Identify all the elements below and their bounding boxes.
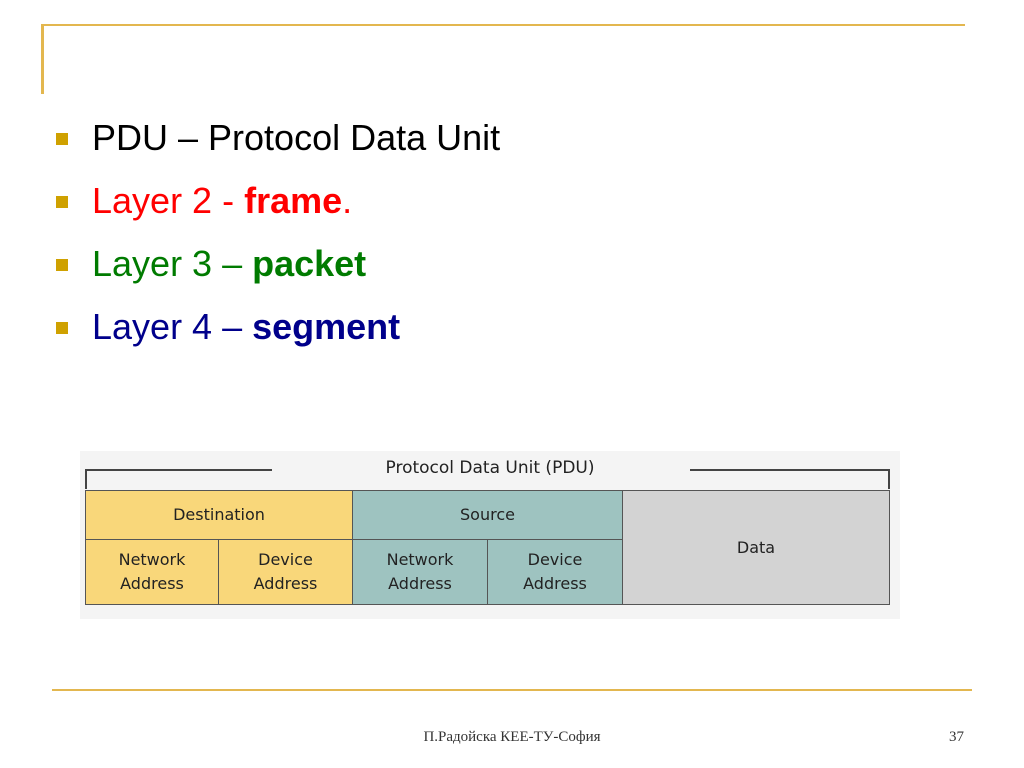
top-left-frame-vertical [41, 24, 44, 94]
square-bullet-icon [56, 259, 68, 271]
destination-cell: Destination [85, 490, 353, 540]
square-bullet-icon [56, 196, 68, 208]
top-left-frame-horizontal [41, 24, 965, 26]
page-number: 37 [949, 729, 964, 745]
footer-divider [52, 689, 972, 691]
square-bullet-icon [56, 133, 68, 145]
bullet-text: PDU – Protocol Data Unit [92, 117, 501, 158]
footer-author: П.Радойска КЕЕ-ТУ-София [423, 729, 601, 745]
pdu-bracket [85, 469, 890, 489]
pdu-title: Protocol Data Unit (PDU) [385, 458, 595, 478]
bullet-keyword: frame [244, 180, 343, 221]
bullet-keyword: segment [252, 306, 401, 347]
square-bullet-icon [56, 322, 68, 334]
bullet-text: Layer 3 – packet [92, 243, 367, 284]
data-cell: Data [622, 490, 890, 605]
pdu-diagram: Protocol Data Unit (PDU) Destination Sou… [80, 451, 900, 619]
bullet-text: Layer 2 - frame. [92, 180, 353, 221]
bullet-keyword: packet [252, 243, 367, 284]
pdu-title-line-left [85, 469, 272, 471]
pdu-title-line-right [690, 469, 890, 471]
bullet-text: Layer 4 – segment [92, 306, 401, 347]
source-cell: Source [352, 490, 623, 540]
